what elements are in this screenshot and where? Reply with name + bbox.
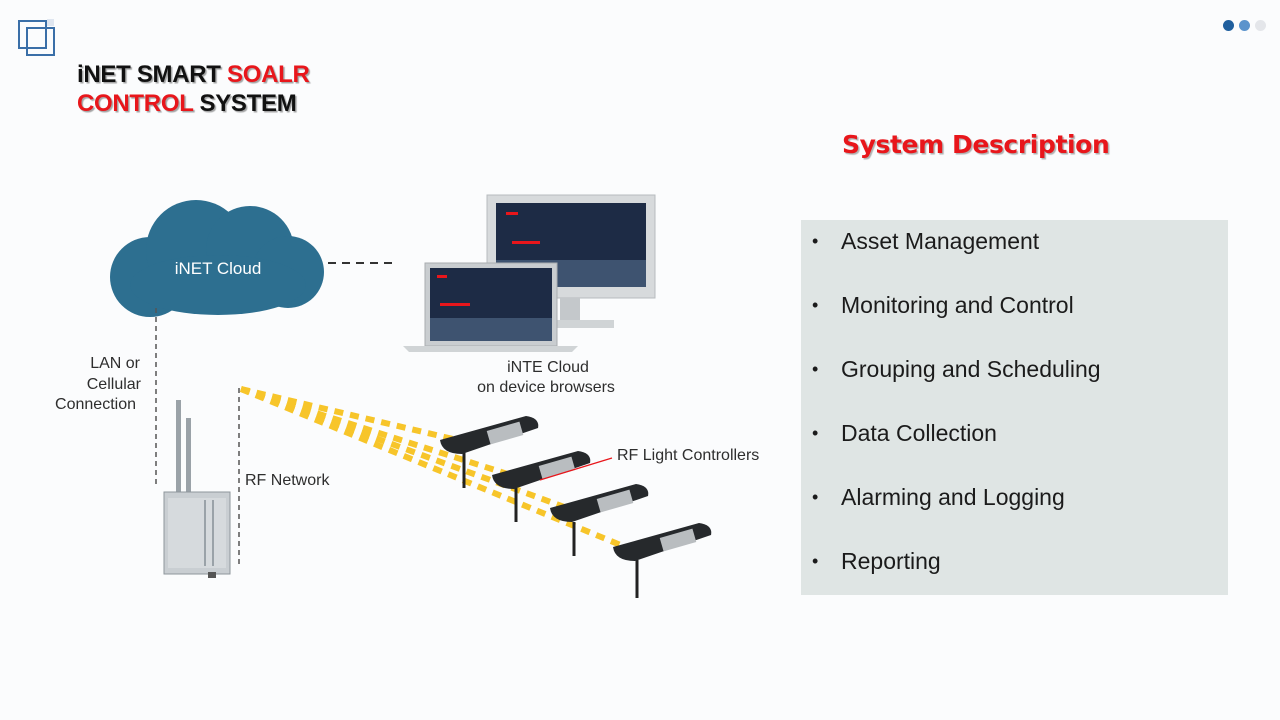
feature-label: Monitoring and Control — [841, 292, 1074, 318]
bullet-icon: • — [812, 295, 819, 315]
browser-label: iNTE Cloud — [507, 359, 589, 376]
title-part: iNET SMART — [77, 61, 221, 88]
feature-label: Alarming and Logging — [841, 484, 1065, 510]
cloud-icon — [110, 200, 324, 317]
rf-network-label: RF Network — [245, 472, 330, 489]
list-item: • Grouping and Scheduling — [812, 356, 1101, 383]
list-item: • Data Collection — [812, 420, 997, 447]
feature-label: Reporting — [841, 548, 941, 574]
title-part: CONTROL — [77, 90, 194, 117]
bullet-icon: • — [812, 359, 819, 379]
browser-label: on device browsers — [477, 379, 615, 396]
list-item: • Alarming and Logging — [812, 484, 1065, 511]
lan-label: Cellular — [87, 376, 142, 393]
feature-label: Asset Management — [841, 228, 1040, 254]
bullet-icon: • — [812, 423, 819, 443]
street-light-icon — [440, 416, 539, 488]
gateway-device-icon — [163, 400, 231, 578]
feature-label: Data Collection — [841, 420, 997, 446]
bullet-icon: • — [812, 231, 819, 251]
pager-dot-1[interactable] — [1223, 20, 1234, 31]
pager-dot-2[interactable] — [1239, 20, 1250, 31]
bullet-icon: • — [812, 551, 819, 571]
pager-dot-3[interactable] — [1255, 20, 1266, 31]
bullet-icon: • — [812, 487, 819, 507]
feature-panel: • Asset Management • Monitoring and Cont… — [801, 220, 1228, 595]
street-light-icon — [550, 484, 649, 556]
slide-pager — [1223, 20, 1266, 31]
rf-controllers-label: RF Light Controllers — [617, 447, 759, 464]
lan-label: Connection — [55, 396, 136, 413]
list-item: • Monitoring and Control — [812, 292, 1074, 319]
lan-label: LAN or — [90, 355, 140, 372]
corner-logo-icon — [18, 19, 55, 56]
system-diagram: iNET Cloud LAN or Cellular Connection RF… — [55, 194, 759, 598]
feature-label: Grouping and Scheduling — [841, 356, 1101, 382]
cloud-label: iNET Cloud — [175, 259, 262, 278]
street-light-icon — [492, 451, 591, 522]
title-part: SOALR — [227, 61, 310, 88]
system-description-heading: System Description — [842, 130, 1110, 159]
list-item: • Asset Management — [812, 228, 1039, 255]
list-item: • Reporting — [812, 548, 941, 575]
title-part: SYSTEM — [199, 90, 297, 117]
street-light-icon — [613, 523, 712, 598]
rf-controllers-pointer — [539, 457, 613, 481]
laptop-icon — [403, 262, 578, 352]
slide-title: iNET SMART SOALR CONTROL SYSTEM — [77, 60, 310, 118]
rf-signal-lines — [239, 386, 642, 556]
